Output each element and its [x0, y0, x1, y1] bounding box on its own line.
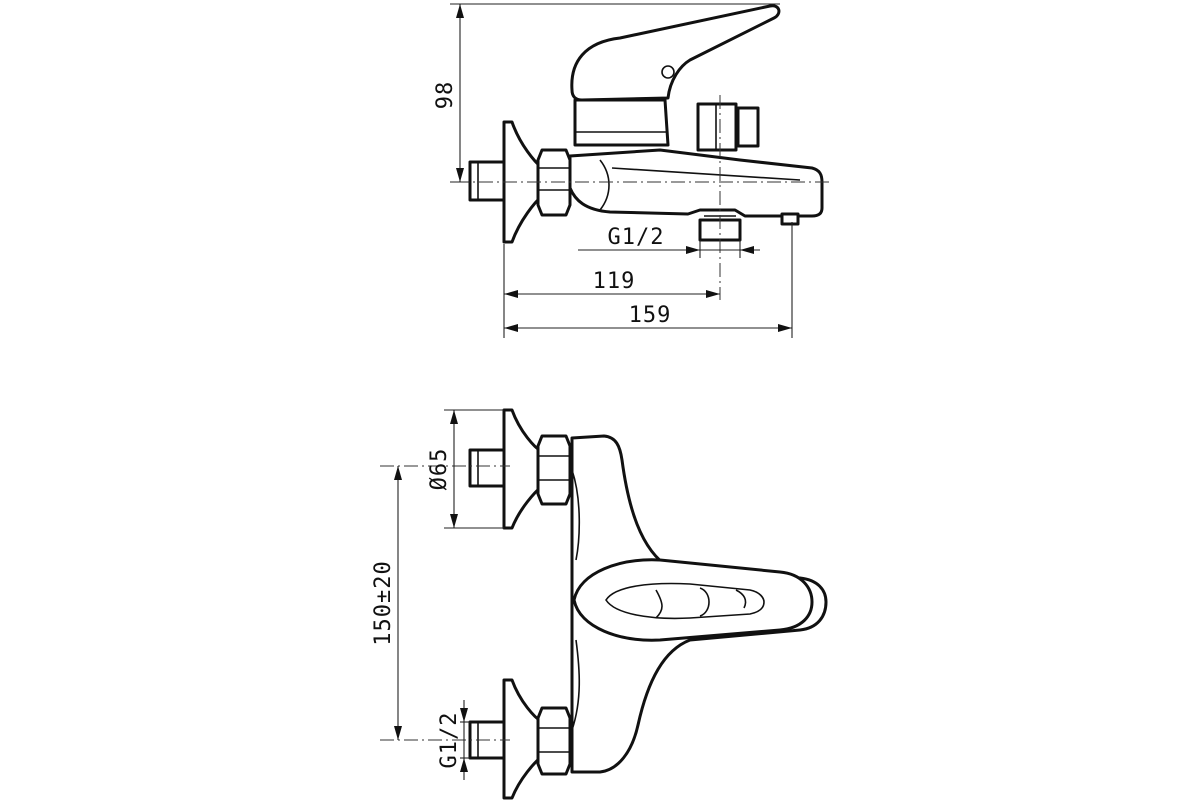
side-diverter-knob: [696, 102, 738, 152]
dim-thread-outlet: G1/2: [578, 225, 760, 258]
plan-lower-flange: [502, 678, 544, 800]
side-spout-body: [568, 148, 824, 218]
dim-thread-inlet-label: G1/2: [437, 712, 462, 769]
dim-center-distance-label: 150±20: [371, 560, 396, 645]
side-cartridge-body: [573, 98, 670, 147]
plan-upper-flange: [502, 408, 544, 530]
dim-height-top-label: 98: [433, 81, 458, 110]
dim-length-axis: 119: [503, 244, 720, 338]
dim-flange-diameter-label: Ø65: [427, 448, 452, 491]
plan-view: [380, 408, 828, 800]
plan-upper-inlet-stub: [468, 448, 506, 488]
dim-flange-diameter: Ø65: [427, 409, 504, 529]
plan-handle-oval: [572, 558, 814, 642]
dim-height-top: 98: [433, 3, 780, 183]
dim-length-total-label: 159: [629, 303, 672, 328]
side-inlet-stub: [468, 160, 506, 202]
plan-upper-hex-nut: [536, 434, 572, 506]
dim-length-total: 159: [504, 222, 793, 338]
dim-thread-inlet: G1/2: [437, 700, 470, 780]
dim-center-distance: 150±20: [371, 466, 402, 740]
side-diverter-nub: [780, 212, 800, 226]
side-view: [455, 4, 830, 300]
dim-length-axis-label: 119: [593, 269, 636, 294]
side-handle-lever: [570, 4, 781, 102]
plan-lower-hex-nut: [536, 706, 572, 776]
dim-thread-outlet-label: G1/2: [608, 225, 665, 250]
